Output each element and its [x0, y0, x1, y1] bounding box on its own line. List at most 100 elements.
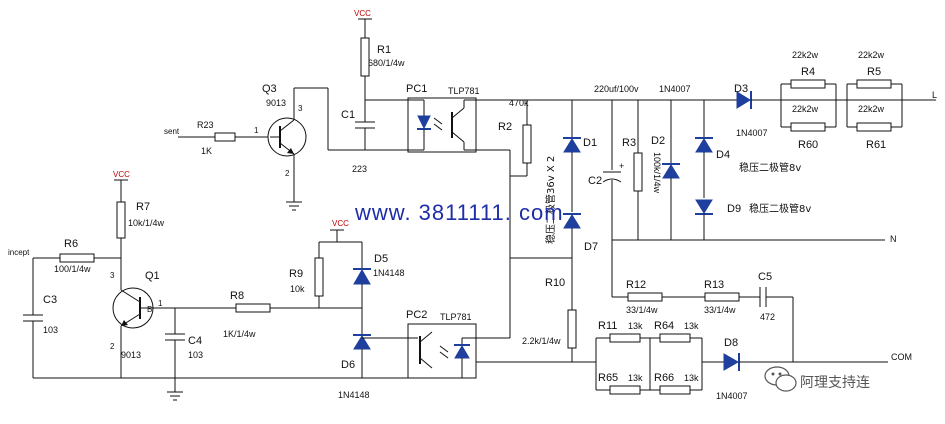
logo-text: 阿理支持连 [800, 375, 870, 391]
transistor-q3 [267, 117, 307, 157]
resistor-r2 [522, 124, 532, 164]
resistor-r10 [567, 309, 577, 349]
resistor-r7 [116, 201, 126, 239]
d8-name: D8 [724, 337, 738, 349]
r10-name: R10 [545, 277, 565, 289]
c1-name: C1 [341, 109, 355, 121]
r13-name: R13 [704, 279, 724, 291]
resistor-r4 [790, 79, 826, 89]
resistor-r8 [235, 303, 271, 313]
c2-name: C2 [588, 175, 602, 187]
r2-value: 470k [509, 98, 529, 108]
pc1-part: TLP781 [448, 86, 480, 96]
r13-value: 33/1/4w [704, 305, 736, 315]
q1-pin-b: B [147, 305, 152, 314]
r1-value: 680/1/4w [368, 58, 405, 68]
d9-note: 稳压二极管8v [749, 202, 811, 215]
watermark-url: www. 3811111. com [354, 200, 564, 225]
resistor-r5 [856, 79, 892, 89]
d6-part: 1N4148 [338, 390, 370, 400]
r10-value: 2.2k/1/4w [522, 336, 561, 346]
r60-value: 22k2w [792, 104, 819, 114]
resistor-r65 [609, 385, 641, 395]
r7-value: 10k/1/4w [128, 218, 165, 228]
q1-name: Q1 [145, 270, 160, 282]
r5-value: 22k2w [858, 50, 885, 60]
r8-name: R8 [230, 290, 244, 302]
d4-name: D4 [716, 149, 730, 161]
r3-name: R3 [622, 137, 636, 149]
r66-value: 13k [684, 373, 699, 383]
r11-name: R11 [598, 320, 617, 332]
d5-name: D5 [374, 253, 388, 265]
r4-value: 22k2w [792, 50, 819, 60]
resistor-r23 [214, 132, 236, 142]
c5-value: 472 [760, 312, 775, 322]
d2-name: D2 [651, 135, 665, 147]
c3-name: C3 [43, 294, 57, 306]
r2-name: R2 [498, 121, 512, 133]
r1-name: R1 [377, 44, 391, 56]
r3-value: 100k/1/4w [652, 152, 662, 194]
r60-name: R60 [798, 139, 818, 151]
r12-name: R12 [626, 279, 646, 291]
d7-name: D7 [584, 241, 598, 253]
r23-value: 1K [201, 146, 212, 156]
resistor-r11 [609, 333, 641, 343]
pc2-name: PC2 [406, 309, 427, 321]
terminal-sent: sent [164, 127, 180, 136]
r5-name: R5 [867, 66, 881, 78]
resistor-r1 [360, 37, 370, 77]
c2-plus: + [619, 161, 624, 171]
d5-part: 1N4148 [373, 268, 405, 278]
c4-value: 103 [188, 350, 203, 360]
q3-pin-2: 2 [285, 169, 290, 178]
r7-name: R7 [136, 201, 150, 213]
d2-part: 1N4007 [659, 84, 691, 94]
q1-part: 9013 [121, 350, 141, 360]
r66-name: R66 [654, 372, 674, 384]
q3-part: 9013 [266, 98, 286, 108]
r64-value: 13k [684, 321, 699, 331]
d6-name: D6 [341, 359, 355, 371]
c3-value: 103 [43, 325, 58, 335]
optocoupler-pc2 [407, 323, 477, 379]
resistor-r6 [59, 253, 95, 263]
r65-value: 13k [628, 373, 643, 383]
r61-value: 22k2w [858, 104, 885, 114]
q1-pin-2: 2 [110, 342, 115, 351]
r11-value: 13k [628, 321, 643, 331]
r12-value: 33/1/4w [626, 305, 658, 315]
resistor-r66 [659, 385, 691, 395]
resistor-r13 [704, 292, 740, 302]
pc1-name: PC1 [406, 83, 427, 95]
resistor-r12 [627, 292, 663, 302]
resistor-r9 [314, 257, 324, 297]
r6-value: 100/1/4w [54, 264, 91, 274]
r23-name: R23 [197, 120, 214, 130]
terminal-com: COM [891, 352, 912, 362]
r6-name: R6 [64, 238, 78, 250]
resistor-r64 [659, 333, 691, 343]
c2-value: 220uf/100v [594, 84, 639, 94]
d4-note: 稳压二极管8v [739, 161, 801, 174]
c1-value: 223 [352, 164, 367, 174]
r8-value: 1K/1/4w [223, 329, 256, 339]
terminal-n: N [890, 234, 897, 244]
r61-name: R61 [866, 139, 886, 151]
d3-name: D3 [734, 83, 748, 95]
d8-part: 1N4007 [716, 391, 748, 401]
q1-pin-1: 1 [158, 299, 163, 308]
optocoupler-pc1 [407, 97, 477, 153]
resistor-r60 [790, 122, 826, 132]
r9-value: 10k [290, 284, 305, 294]
terminal-incept: incept [8, 248, 30, 257]
q1-pin-3: 3 [110, 271, 115, 280]
zener-36v-note: 稳压二极管36v X 2 [544, 156, 557, 244]
r64-name: R64 [654, 320, 674, 332]
d1-name: D1 [583, 137, 597, 149]
terminal-l: L [932, 90, 937, 100]
r4-name: R4 [801, 66, 815, 78]
d9-name: D9 [727, 203, 741, 215]
d3-part: 1N4007 [736, 128, 768, 138]
